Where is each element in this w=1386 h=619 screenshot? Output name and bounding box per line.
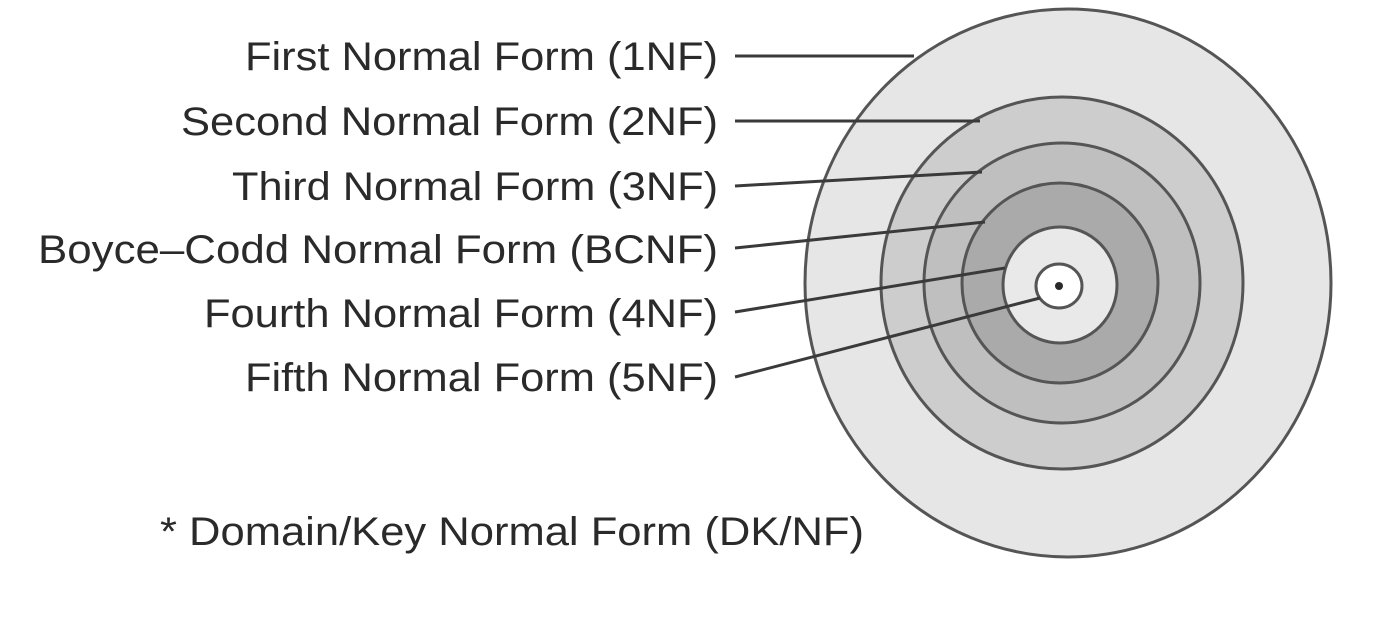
label-4nf: Fourth Normal Form (4NF) — [204, 292, 718, 336]
label-3nf: Third Normal Form (3NF) — [232, 165, 718, 209]
footnote-dknf: * Domain/Key Normal Form (DK/NF) — [160, 510, 864, 554]
form-labels: First Normal Form (1NF) Second Normal Fo… — [38, 35, 864, 554]
leader-line-3nf — [734, 170, 983, 188]
label-bcnf: Boyce–Codd Normal Form (BCNF) — [38, 228, 718, 272]
leader-line-bcnf — [734, 220, 986, 250]
leader-lines — [734, 54, 1041, 379]
leader-line-4nf — [734, 266, 1006, 314]
label-2nf: Second Normal Form (2NF) — [181, 100, 718, 144]
leader-line-5nf — [734, 296, 1041, 379]
label-1nf: First Normal Form (1NF) — [245, 35, 718, 79]
dknf-center-dot — [1055, 282, 1063, 290]
label-5nf: Fifth Normal Form (5NF) — [245, 356, 718, 400]
concentric-rings — [803, 7, 1333, 559]
